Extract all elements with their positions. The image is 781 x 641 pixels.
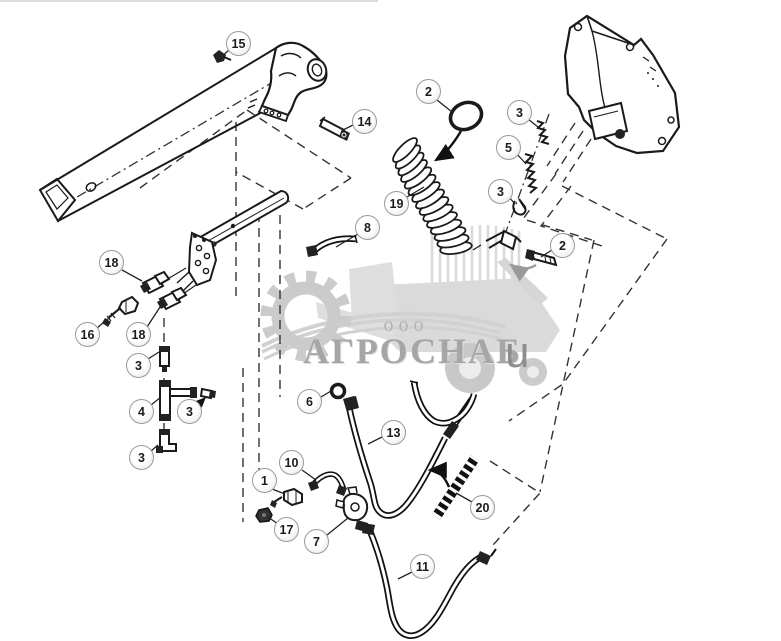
- callout-7: 7: [304, 529, 329, 554]
- watermark-org-prefix: ооо: [383, 314, 429, 336]
- fitting-3c: [159, 346, 170, 372]
- callout-3-b: 3: [488, 179, 513, 204]
- watermark-domain-letter: u: [505, 328, 530, 377]
- fitting-1: [270, 487, 303, 508]
- callout-19: 19: [384, 191, 409, 216]
- inline-fitting: [443, 421, 459, 439]
- o-ring-install-arrow: [433, 130, 463, 162]
- rotate-arrow: [509, 263, 537, 282]
- coiled-hose-19: [392, 137, 473, 255]
- tube-10-fittings: [255, 471, 347, 523]
- watermark-brand-text: АГРОСНАБ: [303, 331, 522, 371]
- callout-3-d: 3: [177, 399, 202, 424]
- watermark-graphics: [260, 225, 560, 393]
- callout-18-b: 18: [126, 322, 151, 347]
- callout-8: 8: [355, 215, 380, 240]
- gear-icon: [260, 270, 352, 362]
- callout-10: 10: [279, 450, 304, 475]
- callout-3-e: 3: [129, 445, 154, 470]
- callout-2-a: 2: [416, 79, 441, 104]
- elbow-fitting-3e: [156, 429, 177, 453]
- callout-3-c: 3: [126, 353, 151, 378]
- dash-dot-center-lines: [59, 74, 550, 238]
- combine-body: [360, 278, 560, 352]
- callout-17: 17: [274, 517, 299, 542]
- fittings-3-4-chain: [156, 346, 216, 453]
- spring-5: [524, 153, 539, 194]
- beam-end-bracket: [247, 41, 328, 123]
- wrap-direction-arrow: [427, 461, 451, 488]
- combine-cab: [349, 262, 398, 322]
- callout-6: 6: [297, 389, 322, 414]
- nut-17: [255, 507, 273, 523]
- tee-fitting-4: [159, 380, 197, 421]
- boom-beam: [38, 47, 295, 223]
- callout-4: 4: [129, 399, 154, 424]
- callout-2-b: 2: [550, 233, 575, 258]
- callout-16: 16: [75, 322, 100, 347]
- callout-20: 20: [470, 495, 495, 520]
- callout-1: 1: [252, 468, 277, 493]
- spiral-wrap-20: [427, 455, 480, 520]
- callout-3-a: 3: [507, 100, 532, 125]
- springs-and-pins: [512, 120, 550, 216]
- callout-11: 11: [410, 554, 435, 579]
- o-ring-2: [433, 100, 484, 162]
- callout-13: 13: [381, 420, 406, 445]
- coupler-and-screw-2: [472, 229, 558, 282]
- hose-13: [344, 380, 478, 519]
- fitting-3d: [199, 387, 216, 400]
- callout-5: 5: [496, 135, 521, 160]
- spring-3-upper: [536, 120, 550, 145]
- lower-bar-and-manifold-bracket: [165, 189, 290, 295]
- clip-3-lower: [512, 198, 527, 216]
- hose-8: [306, 234, 358, 257]
- hose-11: [362, 523, 497, 639]
- fittings-18-16: [102, 270, 188, 327]
- console-mount-bracket: [563, 14, 681, 155]
- callout-18-a: 18: [99, 250, 124, 275]
- callout-14: 14: [352, 109, 377, 134]
- bolt-14: [318, 116, 350, 141]
- callout-15: 15: [226, 31, 251, 56]
- callout-leader-lines: [96, 49, 553, 580]
- bolt-15: [213, 50, 232, 63]
